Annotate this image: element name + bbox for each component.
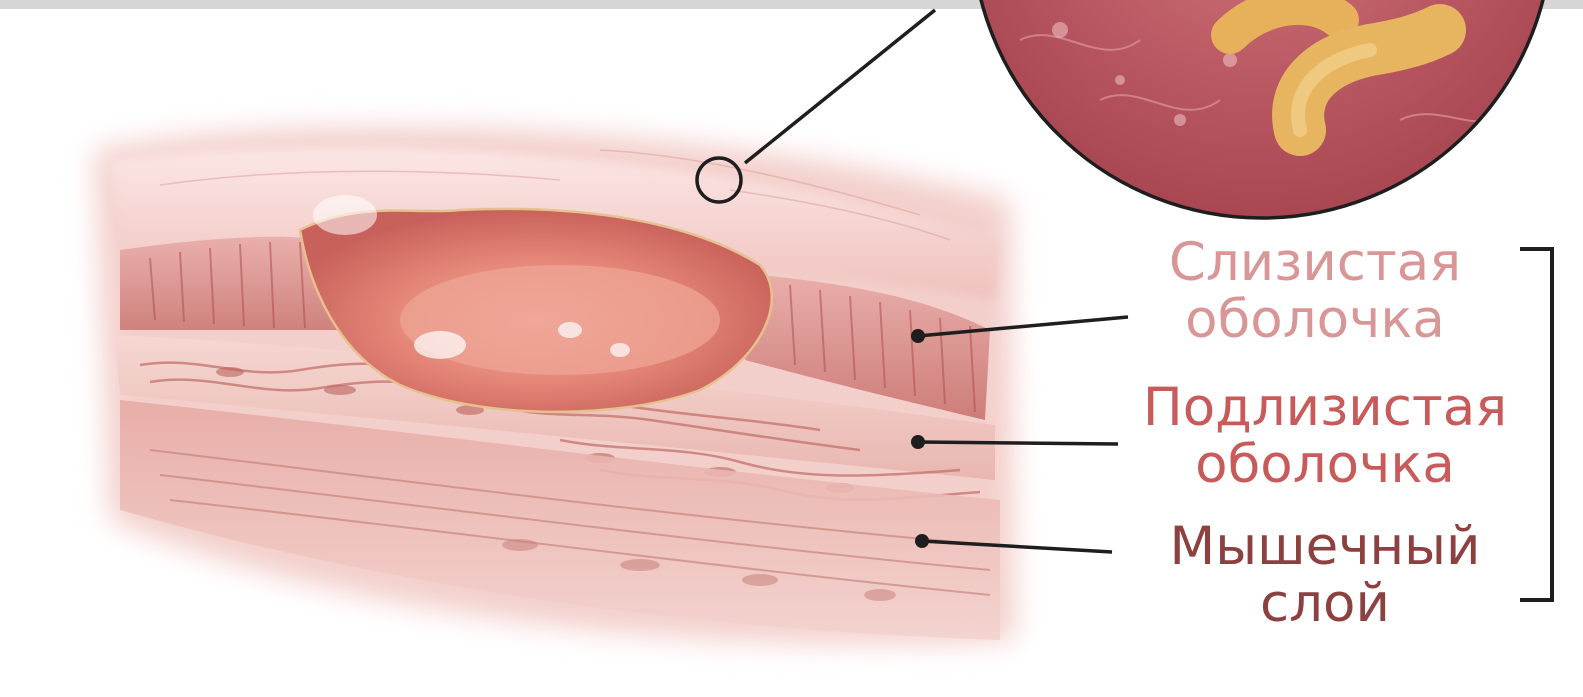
- label-muscle-line2: слой: [1140, 575, 1510, 632]
- leader-dot-submucosa: [911, 435, 925, 449]
- magnified-inset: [972, 0, 1552, 218]
- label-submucosa-line1: Подлизистая: [1125, 379, 1525, 436]
- label-submucosa: Подлизистая оболочка: [1125, 379, 1525, 493]
- leader-line-submucosa: [918, 442, 1118, 444]
- leader-dot-mucosa: [911, 329, 925, 343]
- leader-dot-muscle: [915, 534, 929, 548]
- label-mucosa: Слизистая оболочка: [1140, 234, 1490, 348]
- label-muscle: Мышечный слой: [1140, 518, 1510, 632]
- label-mucosa-line1: Слизистая: [1140, 234, 1490, 291]
- label-mucosa-line2: оболочка: [1140, 291, 1490, 348]
- label-muscle-line1: Мышечный: [1140, 518, 1510, 575]
- label-submucosa-line2: оболочка: [1125, 436, 1525, 493]
